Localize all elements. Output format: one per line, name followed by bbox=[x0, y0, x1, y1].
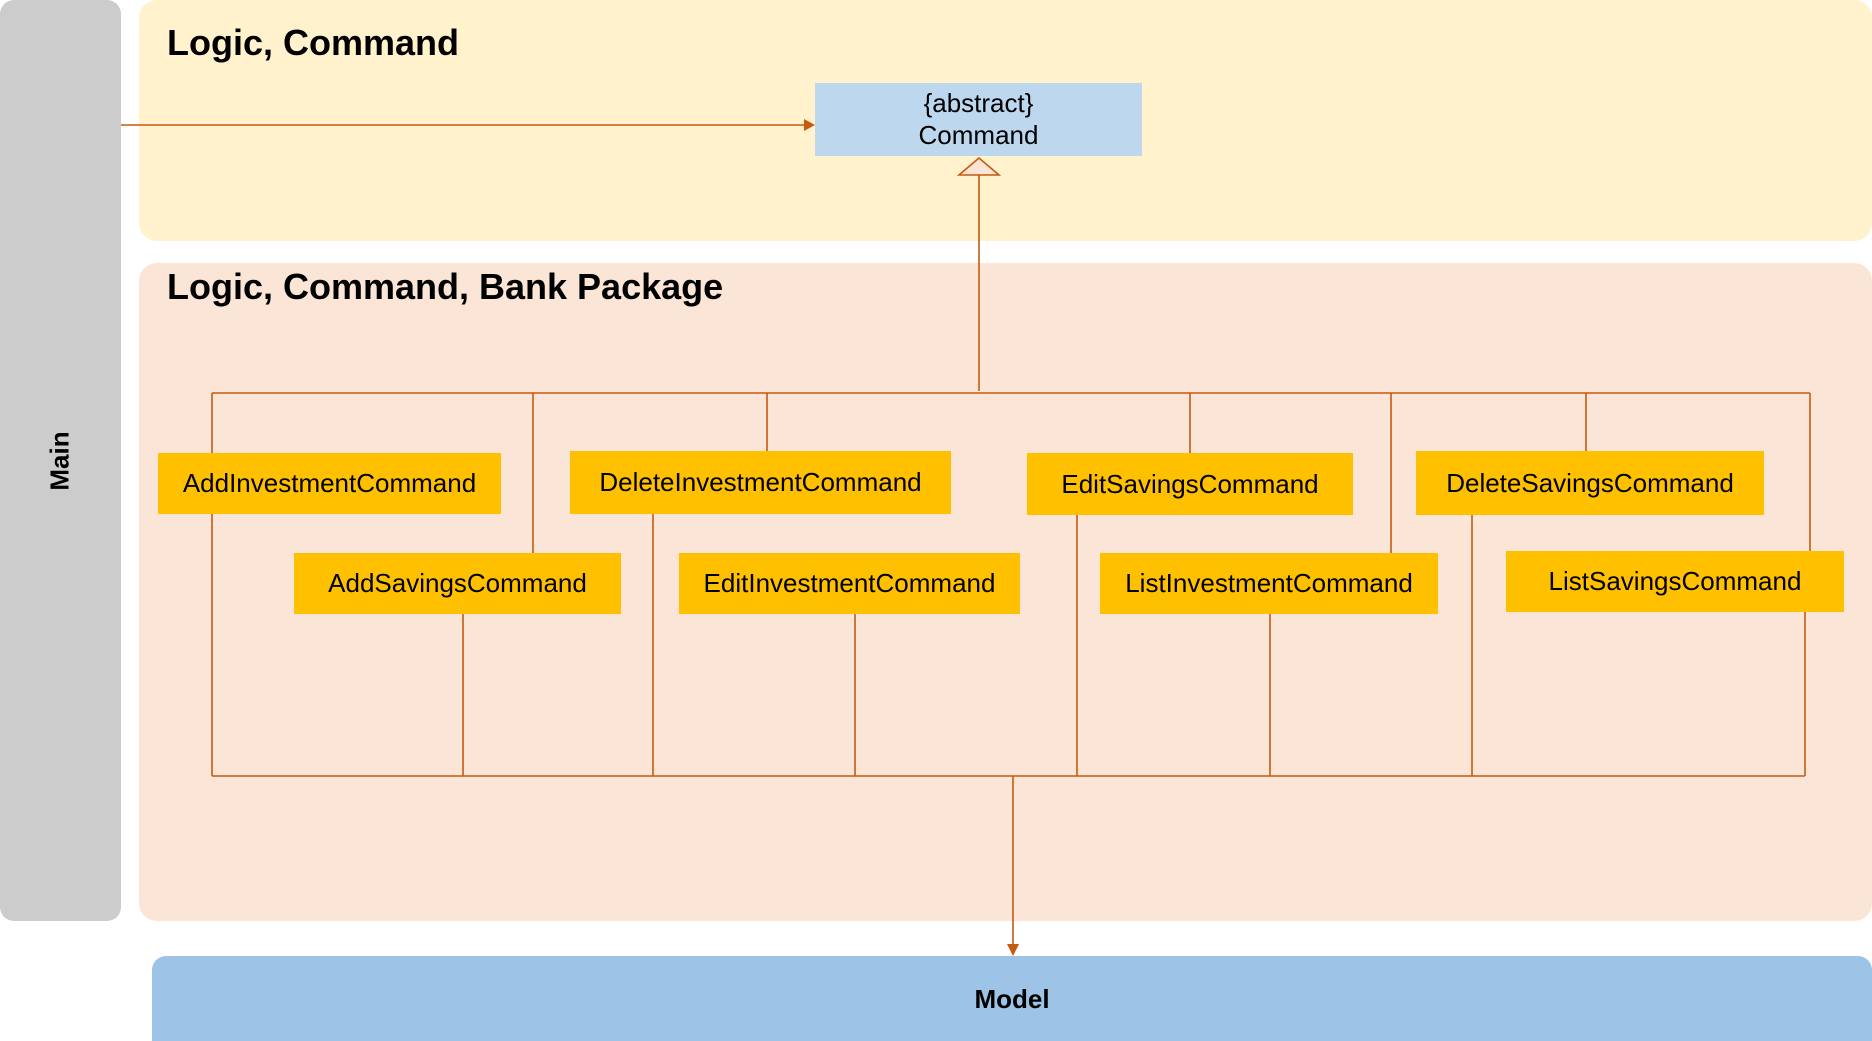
inheritance-triangle bbox=[956, 156, 1002, 176]
main-component: Main bbox=[0, 0, 121, 921]
abstract-command-box: {abstract} Command bbox=[815, 83, 1142, 156]
add-investment-command-box: AddInvestmentCommand bbox=[158, 453, 501, 514]
logic-command-title: Logic, Command bbox=[167, 22, 460, 63]
bank-package-title: Logic, Command, Bank Package bbox=[167, 266, 724, 307]
main-arrowhead bbox=[804, 119, 815, 131]
list-investment-command-box: ListInvestmentCommand bbox=[1100, 553, 1438, 614]
model-label: Model bbox=[974, 984, 1050, 1014]
list-savings-command-box: ListSavingsCommand bbox=[1506, 551, 1844, 612]
add-savings-command-box: AddSavingsCommand bbox=[294, 553, 621, 614]
edit-savings-command-box: EditSavingsCommand bbox=[1027, 453, 1353, 515]
edit-investment-command-box: EditInvestmentCommand bbox=[679, 553, 1020, 614]
abstract-stereotype: {abstract} bbox=[923, 88, 1034, 118]
delete-investment-command-box: DeleteInvestmentCommand bbox=[570, 451, 951, 514]
model-arrowhead bbox=[1007, 944, 1019, 956]
model-component: Model bbox=[152, 956, 1872, 1041]
delete-savings-command-box: DeleteSavingsCommand bbox=[1416, 451, 1764, 515]
abstract-command-name: Command bbox=[918, 120, 1039, 150]
